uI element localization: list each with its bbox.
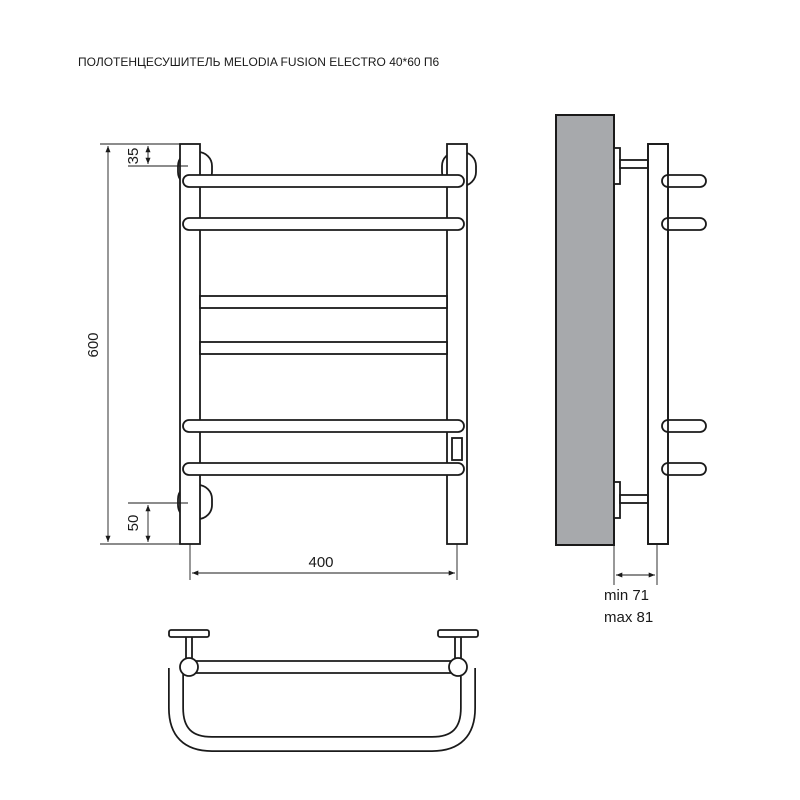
top-view-post-right — [454, 635, 462, 661]
front-view: 600 35 50 400 — [85, 143, 477, 580]
left-rail — [179, 143, 201, 545]
width-label: 400 — [308, 554, 333, 571]
depth-min-label: min 71 — [604, 587, 649, 604]
crossbar-5 — [182, 419, 465, 433]
u-bar-outline — [168, 668, 476, 752]
side-bar-6 — [661, 462, 707, 476]
joint-right — [448, 657, 468, 677]
top-view — [168, 629, 479, 752]
crossbar-3 — [199, 295, 448, 309]
mount-arm-top — [619, 159, 649, 169]
heater-control-icon — [451, 437, 463, 461]
wall-plate-right — [437, 629, 479, 638]
crossbar-2 — [182, 217, 465, 231]
crossbar-6 — [182, 462, 465, 476]
wall-flange-bottom — [613, 481, 621, 519]
side-bar-5 — [661, 419, 707, 433]
wall-section — [555, 114, 615, 546]
depth-max-label: max 81 — [604, 609, 653, 626]
drawing-title: ПОЛОТЕНЦЕСУШИТЕЛЬ MELODIA FUSION ELECTRO… — [78, 55, 440, 69]
side-bar-1 — [661, 174, 707, 188]
mount-arm-bottom — [619, 494, 649, 504]
wall-plate-left — [168, 629, 210, 638]
side-view: min 71 max 81 — [555, 114, 707, 626]
right-rail — [446, 143, 468, 545]
top-bar — [185, 660, 461, 674]
side-bar-2 — [661, 217, 707, 231]
wall-flange-top — [613, 147, 621, 185]
top-view-post-left — [185, 635, 193, 661]
bottom-offset-label: 50 — [125, 515, 142, 532]
height-label: 600 — [85, 332, 102, 357]
top-offset-label: 35 — [125, 148, 142, 165]
side-rail — [647, 143, 669, 545]
joint-left — [179, 657, 199, 677]
crossbar-1 — [182, 174, 465, 188]
crossbar-4 — [199, 341, 448, 355]
